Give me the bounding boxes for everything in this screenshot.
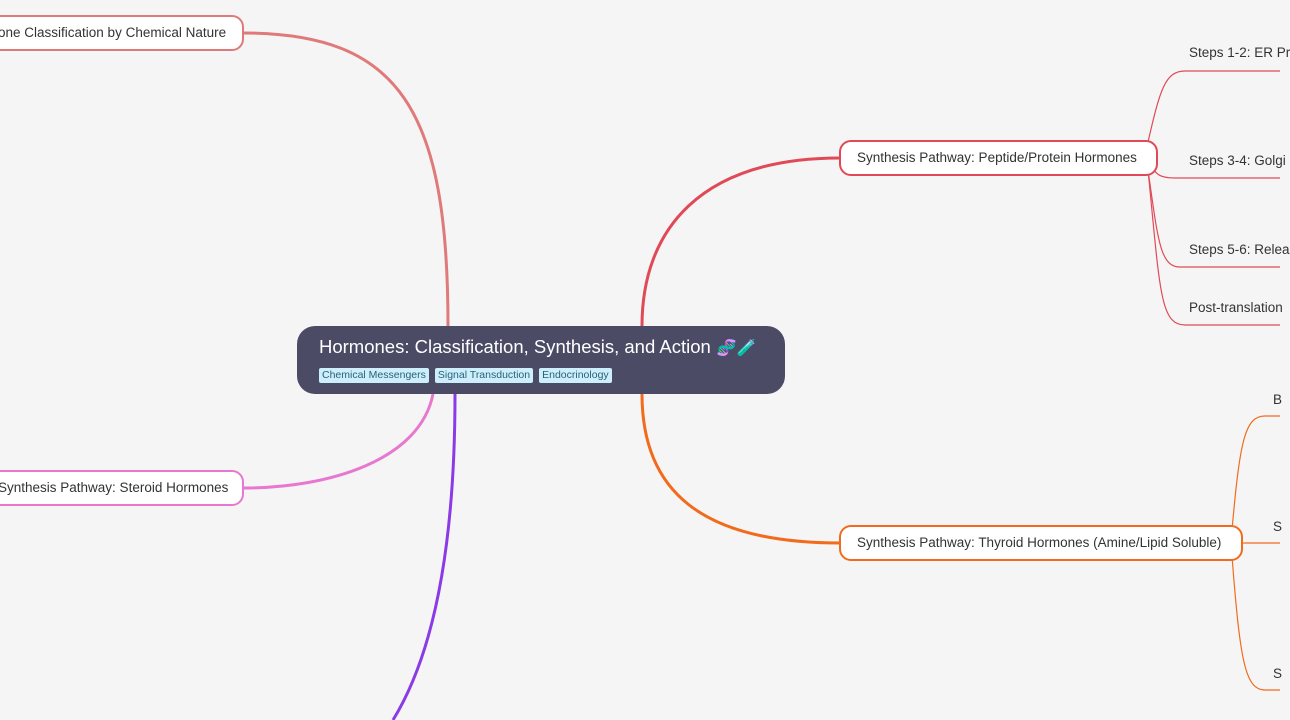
- branch-steroid-label: Synthesis Pathway: Steroid Hormones: [0, 480, 229, 495]
- branch-peptide-label: Synthesis Pathway: Peptide/Protein Hormo…: [857, 150, 1137, 165]
- peptide-leaf-post-translation[interactable]: Post-translation: [1189, 300, 1283, 315]
- branch-thyroid-label: Synthesis Pathway: Thyroid Hormones (Ami…: [857, 535, 1222, 550]
- root-title-text: Hormones: Classification, Synthesis, and…: [319, 336, 711, 357]
- connector-peptide-leaf-1: [1147, 70, 1280, 143]
- branch-thyroid[interactable]: Synthesis Pathway: Thyroid Hormones (Ami…: [839, 525, 1243, 561]
- peptide-leaf-release[interactable]: Steps 5-6: Relea: [1189, 242, 1290, 257]
- root-title: Hormones: Classification, Synthesis, and…: [319, 336, 763, 360]
- branch-classification-label: one Classification by Chemical Nature: [0, 25, 227, 40]
- branch-classification[interactable]: one Classification by Chemical Nature: [0, 15, 244, 51]
- peptide-leaf-golgi[interactable]: Steps 3-4: Golgi: [1189, 153, 1286, 168]
- connector-peptide-leaf-3: [1147, 169, 1280, 268]
- connector-classification: [242, 31, 450, 327]
- thyroid-leaf-2[interactable]: S: [1273, 519, 1283, 534]
- connector-thyroid-leaf-3: [1231, 555, 1280, 691]
- dna-test-tube-icon: 🧬🧪: [716, 340, 757, 357]
- tag-signal-transduction[interactable]: Signal Transduction: [434, 368, 534, 383]
- connector-offscreen-branch: [391, 393, 457, 720]
- connector-peptide-leaf-4: [1147, 169, 1280, 326]
- tag-chemical-messengers[interactable]: Chemical Messengers: [319, 368, 429, 383]
- connector-thyroid: [640, 393, 841, 545]
- thyroid-leaf-1[interactable]: B: [1273, 392, 1283, 407]
- connector-thyroid-leaf-1: [1231, 415, 1280, 531]
- root-tags: Chemical Messengers Signal Transduction …: [319, 368, 763, 383]
- thyroid-leaf-3[interactable]: S: [1273, 666, 1283, 681]
- connector-steroid: [242, 393, 435, 490]
- peptide-leaf-er[interactable]: Steps 1-2: ER Pr: [1189, 45, 1290, 60]
- connector-peptide: [640, 156, 841, 327]
- branch-peptide[interactable]: Synthesis Pathway: Peptide/Protein Hormo…: [839, 140, 1158, 176]
- tag-endocrinology[interactable]: Endocrinology: [539, 368, 612, 383]
- root-node[interactable]: Hormones: Classification, Synthesis, and…: [297, 326, 785, 394]
- branch-steroid[interactable]: Synthesis Pathway: Steroid Hormones: [0, 470, 244, 506]
